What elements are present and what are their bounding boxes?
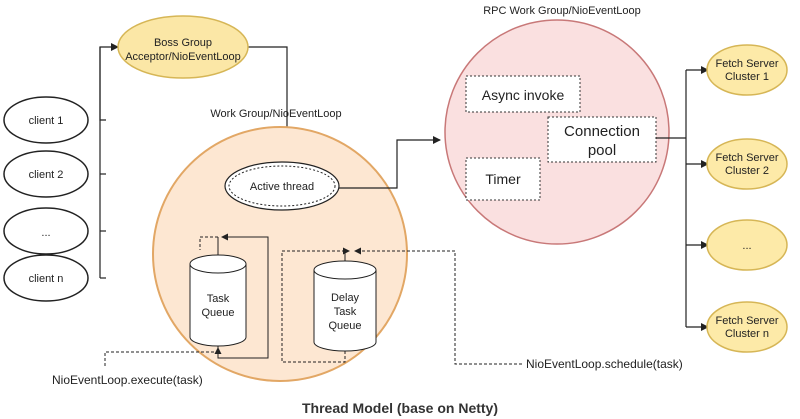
active-to-rpc-connector	[339, 136, 441, 189]
connection-pool-label-1: Connection	[564, 123, 640, 140]
execute-annotation: NioEventLoop.execute(task)	[52, 373, 203, 387]
delay-queue-label-3: Queue	[328, 320, 361, 332]
client-ellipsis-node: ...	[3, 207, 89, 255]
diagram-title: Thread Model (base on Netty)	[302, 400, 498, 416]
client-n-label: client n	[29, 273, 64, 285]
delay-queue-loop	[281, 247, 350, 363]
fetch-server-2-label: Fetch Server	[716, 152, 779, 164]
active-thread-label: Active thread	[250, 181, 314, 193]
boss-group-sublabel: Acceptor/NioEventLoop	[125, 51, 241, 63]
task-queue-label-2: Queue	[201, 307, 234, 319]
boss-group-label: Boss Group	[154, 37, 212, 49]
client-1-node: client 1	[3, 96, 89, 144]
timer-box: Timer	[465, 157, 541, 201]
connection-pool-box: Connection pool	[547, 116, 657, 163]
active-thread-node: Active thread	[224, 161, 340, 211]
execute-connector	[104, 347, 222, 366]
fetch-server-n-node: Fetch Server Cluster n	[706, 301, 788, 353]
boss-to-active-connector	[248, 46, 291, 153]
fetch-server-1-label: Fetch Server	[716, 58, 779, 70]
boss-group-node: Boss Group Acceptor/NioEventLoop	[117, 15, 249, 79]
timer-label: Timer	[485, 171, 521, 187]
task-queue-cylinder: Task Queue	[189, 254, 247, 347]
fetch-server-ellipsis-node: ...	[706, 219, 788, 271]
fetch-server-2-node: Fetch Server Cluster 2	[706, 138, 788, 190]
work-group-label: Work Group/NioEventLoop	[210, 108, 341, 120]
client-2-label: client 2	[29, 169, 64, 181]
fetch-server-1-sublabel: Cluster 1	[725, 71, 769, 83]
fetch-server-n-label: Fetch Server	[716, 315, 779, 327]
client-1-label: client 1	[29, 115, 64, 127]
delay-queue-cylinder: Delay Task Queue	[313, 260, 377, 352]
fetch-server-2-sublabel: Cluster 2	[725, 165, 769, 177]
client-ellipsis-label: ...	[41, 227, 50, 239]
async-invoke-label: Async invoke	[482, 87, 565, 103]
async-invoke-box: Async invoke	[465, 75, 581, 113]
delay-queue-label-1: Delay	[331, 292, 360, 304]
client-2-node: client 2	[3, 150, 89, 198]
task-queue-label-1: Task	[207, 293, 230, 305]
schedule-annotation: NioEventLoop.schedule(task)	[526, 357, 683, 371]
fetch-server-1-node: Fetch Server Cluster 1	[706, 44, 788, 96]
delay-queue-label-2: Task	[334, 306, 357, 318]
rpc-group-label: RPC Work Group/NioEventLoop	[483, 5, 641, 17]
fetch-connectors	[656, 66, 709, 331]
connection-pool-label-2: pool	[588, 142, 616, 159]
fetch-server-ellipsis-label: ...	[742, 240, 751, 252]
client-n-node: client n	[3, 254, 89, 302]
client-connectors	[99, 43, 119, 279]
schedule-connector	[354, 247, 522, 365]
fetch-server-n-sublabel: Cluster n	[725, 328, 769, 340]
